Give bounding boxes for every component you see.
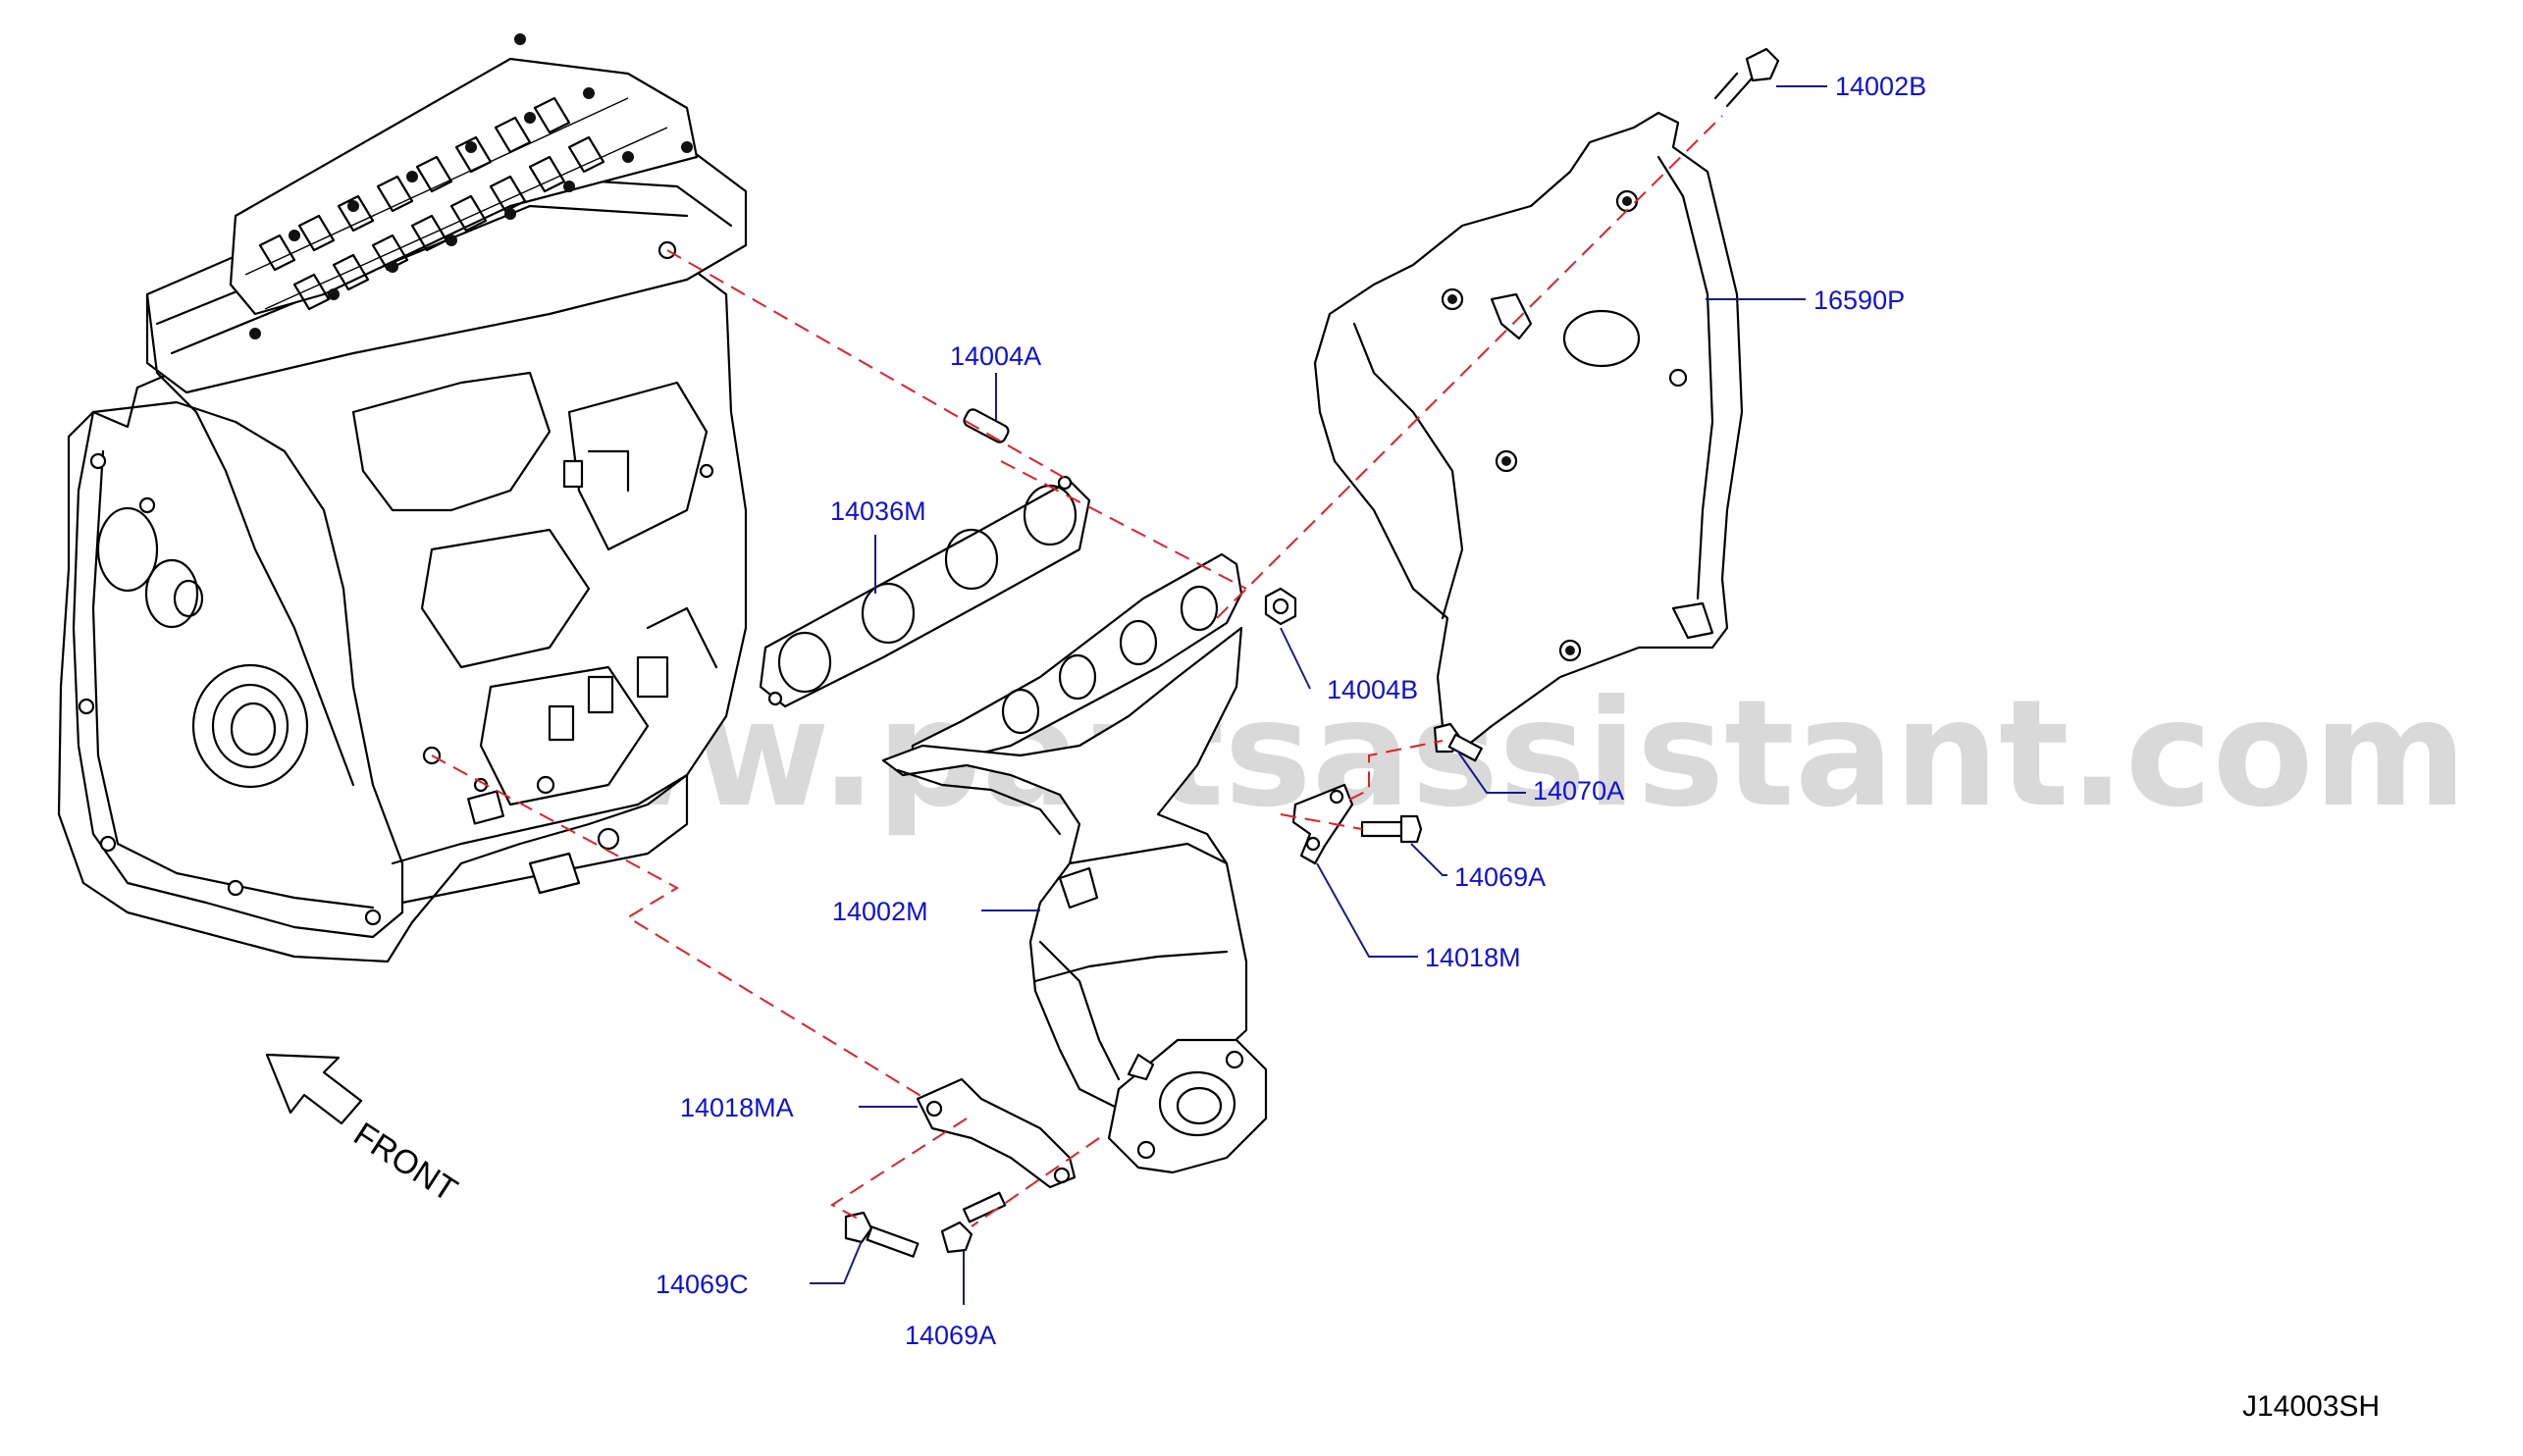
front-direction-arrow: FRONT — [265, 1053, 464, 1210]
part-label-14070A[interactable]: 14070A — [1533, 776, 1624, 806]
bolt-14002B — [1713, 47, 1780, 108]
bolt-14070A — [1433, 722, 1483, 762]
part-label-14002B[interactable]: 14002B — [1835, 72, 1926, 101]
part-label-14069A-upper[interactable]: 14069A — [1454, 862, 1546, 892]
part-label-14004A[interactable]: 14004A — [950, 341, 1041, 371]
bolt-14069A-lower — [940, 1191, 1007, 1254]
part-label-14004B[interactable]: 14004B — [1327, 675, 1418, 704]
part-label-14069C[interactable]: 14069C — [656, 1270, 749, 1299]
part-label-14018M[interactable]: 14018M — [1425, 943, 1521, 972]
front-label: FRONT — [347, 1116, 464, 1210]
bracket-14018M — [1291, 783, 1354, 865]
bolt-14069C — [844, 1211, 920, 1258]
leader-lines — [810, 85, 1827, 1305]
bracket-14018MA — [916, 1077, 1077, 1189]
part-label-14036M[interactable]: 14036M — [830, 496, 926, 526]
part-label-14069A-lower[interactable]: 14069A — [905, 1321, 996, 1350]
bolt-14069A-upper — [1360, 814, 1423, 844]
heat-shield — [1313, 111, 1744, 748]
assembly-guide-lines — [431, 115, 1723, 1227]
exhaust-gasket — [759, 475, 1091, 708]
part-labels: 14002B 16590P 14004A 14036M 14004B 14070… — [656, 72, 1926, 1350]
engine-assembly — [57, 33, 748, 963]
part-label-14018MA[interactable]: 14018MA — [680, 1093, 794, 1122]
part-label-16590P[interactable]: 16590P — [1813, 286, 1905, 315]
nut-14004B — [1264, 587, 1297, 626]
housing-bolts — [78, 452, 382, 926]
part-label-14002M[interactable]: 14002M — [832, 897, 928, 926]
stud-14004A — [963, 408, 1010, 443]
exhaust-manifold — [881, 552, 1268, 1174]
drawing-code: J14003SH — [2242, 1390, 2380, 1423]
